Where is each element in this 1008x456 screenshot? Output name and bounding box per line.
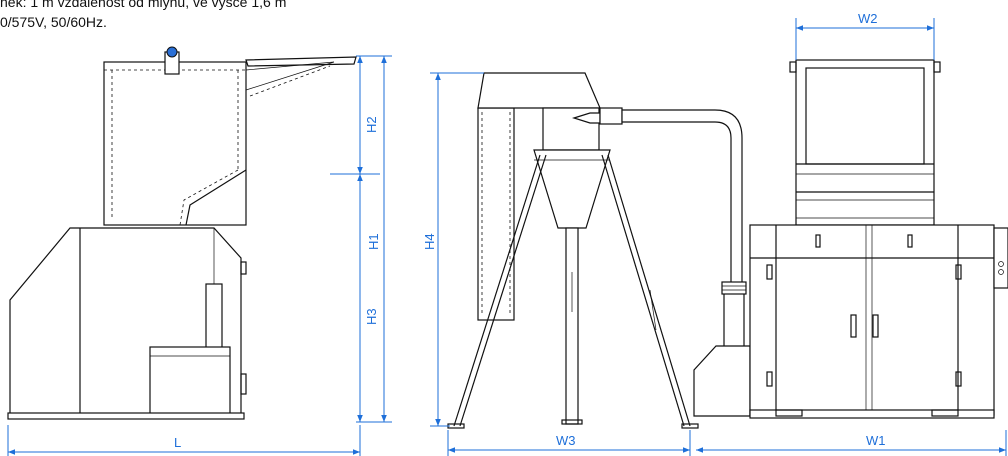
control-panel	[993, 227, 1008, 289]
dimension-label-H3: H3	[364, 308, 379, 325]
dimension-label-H1: H1	[366, 233, 381, 250]
dimension-W3: W3	[447, 430, 691, 456]
filter-bag	[477, 107, 515, 321]
dimension-H1: H1	[356, 55, 392, 423]
dimension-H4: H4	[422, 72, 484, 427]
dimension-label-W1: W1	[866, 433, 886, 448]
granulator-side-view	[7, 46, 357, 420]
blower-housing	[693, 345, 751, 417]
door-handle-left	[850, 314, 857, 338]
motor-stack	[205, 283, 223, 351]
motor-box	[149, 346, 231, 416]
blue-knob-icon	[166, 46, 178, 58]
dimension-label-L: L	[174, 435, 181, 450]
control-button-icon	[998, 261, 1004, 267]
dimension-L: L	[7, 425, 361, 456]
caption-line-2: 0/575V, 50/60Hz.	[0, 14, 107, 30]
dimension-W2: W2	[795, 11, 935, 60]
cyclone-top-housing	[477, 72, 601, 109]
dimension-H3: H3	[357, 174, 379, 422]
tripod-leg-right	[601, 154, 685, 427]
caption-line-1: hek: 1 m vzdálenost od mlýnu, ve výšce 1…	[0, 0, 287, 10]
granulator-front-view	[693, 59, 1008, 419]
hopper-body	[103, 61, 247, 226]
cyclone-assembly	[447, 72, 743, 429]
dimension-H2: H2	[330, 56, 380, 175]
cyclone-cone	[533, 149, 611, 229]
dimension-label-W3: W3	[556, 433, 576, 448]
tripod-leg-left	[453, 154, 541, 427]
door-handle-right	[872, 314, 879, 338]
dimension-label-H2: H2	[364, 116, 379, 133]
front-hopper	[795, 59, 935, 226]
blower-stack	[723, 289, 745, 351]
dimension-W1: W1	[696, 430, 1007, 456]
dimension-label-H4: H4	[422, 233, 437, 250]
base-plate	[7, 412, 245, 420]
cyclone-outlet-pipe	[565, 227, 579, 425]
dimension-label-W2: W2	[858, 11, 878, 26]
control-button-icon	[998, 269, 1004, 275]
